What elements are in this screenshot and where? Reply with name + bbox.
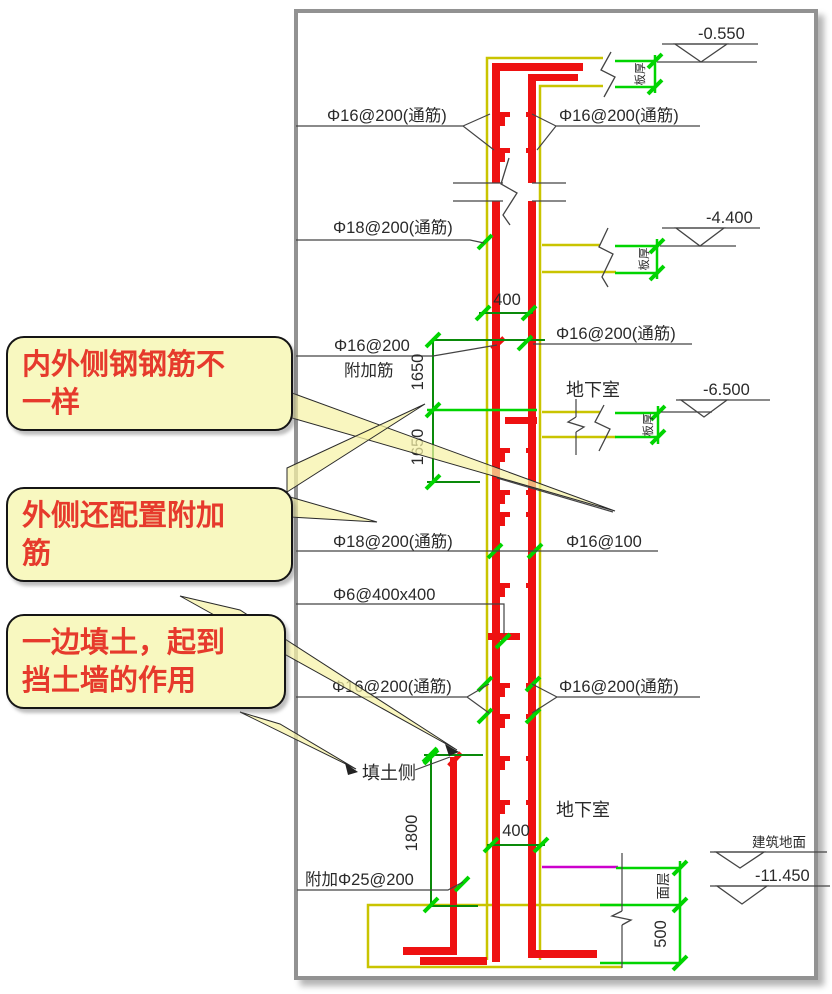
elevation-value-bottom: -11.450 (755, 867, 810, 885)
callout-line: 外侧还配置附加 (22, 500, 226, 532)
label-left-low-18: Φ18@200(通筋) (333, 532, 453, 551)
elevation-value-third: -6.500 (703, 381, 750, 399)
label-additional-16: Φ16@200 (334, 337, 410, 355)
dim-wall-bottom: 400 (502, 822, 530, 840)
break-marks (500, 51, 633, 926)
label-additional-16-sub: 附加筋 (344, 361, 394, 380)
label-mesh: Φ6@400x400 (333, 586, 435, 604)
dim-footing: 500 (652, 920, 670, 948)
callout-additional-rebar: 外侧还配置附加 筋 (6, 487, 293, 582)
label-basement-lower: 地下室 (556, 800, 610, 820)
tag-slab-thickness-3: 板厚 (641, 414, 655, 437)
callout-rebar-difference: 内外侧钢钢筋不 一样 (6, 336, 293, 431)
concrete-outline-lines (366, 56, 622, 969)
wall-rebar-red (403, 63, 597, 965)
elevation-triangle-icons (672, 43, 770, 905)
callout-retaining-wall: 一边填土，起到 挡土墙的作用 (6, 614, 286, 709)
label-fill-side: 填土侧 (362, 763, 416, 783)
tag-floor-finish: 面层 (656, 873, 671, 900)
callout-line: 一样 (22, 387, 81, 420)
label-additional-25: 附加Φ25@200 (305, 870, 414, 889)
dimension-lines-green (421, 52, 689, 972)
callout-line: 一边填土，起到 (22, 627, 226, 659)
callout-pointer-beams (179, 392, 616, 775)
drawing-labels: Φ16@200(通筋) Φ16@200(通筋) Φ18@200(通筋) Φ16@… (305, 25, 810, 948)
tag-slab-thickness-2: 板厚 (637, 248, 651, 271)
label-right-mid-16: Φ16@200(通筋) (556, 324, 676, 343)
leader-lines (296, 43, 830, 968)
dim-wall-top: 400 (493, 291, 521, 309)
label-right-top: Φ16@200(通筋) (559, 106, 679, 125)
callout-line: 内外侧钢钢筋不 (22, 349, 226, 381)
label-left-mid-18: Φ18@200(通筋) (333, 218, 453, 237)
callout-line: 筋 (22, 538, 52, 571)
label-basement-upper: 地下室 (566, 380, 620, 400)
label-building-ground: 建筑地面 (752, 835, 806, 850)
elevation-value-top: -0.550 (698, 25, 745, 43)
tag-slab-thickness-1: 板厚 (633, 63, 647, 86)
elevation-value-second: -4.400 (706, 209, 753, 227)
green-tick-marks (421, 52, 689, 972)
label-right-16-100: Φ16@100 (566, 533, 642, 551)
dim-depth: 1800 (403, 815, 421, 852)
dim-span-a: 1650 (409, 354, 427, 391)
label-left-top: Φ16@200(通筋) (327, 106, 447, 125)
label-right-low-16: Φ16@200(通筋) (559, 677, 679, 696)
callout-line: 挡土墙的作用 (22, 665, 197, 698)
pointer-arrowheads (345, 744, 459, 775)
